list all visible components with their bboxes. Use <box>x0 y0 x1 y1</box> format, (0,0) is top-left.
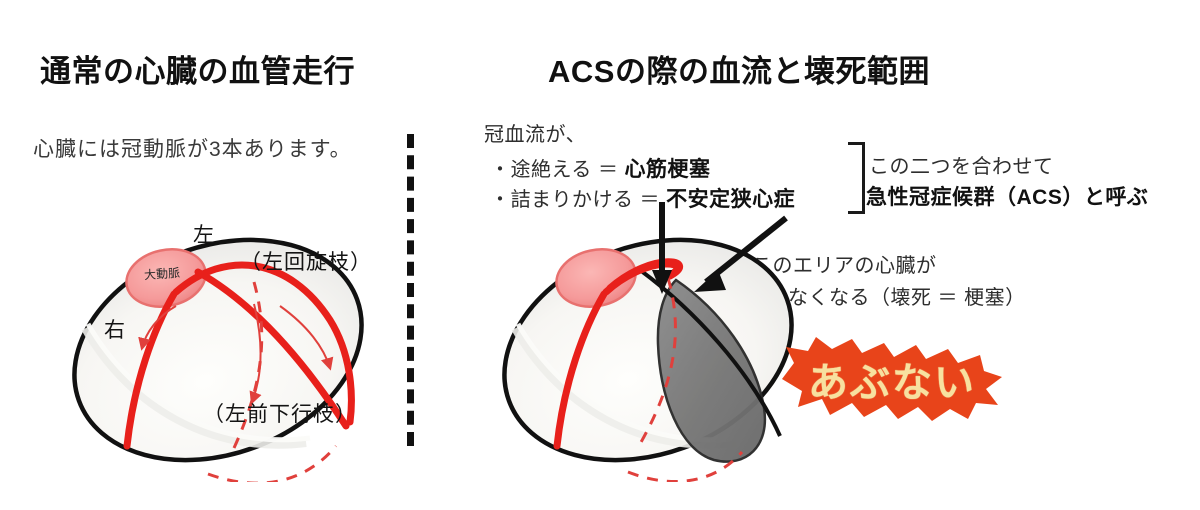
bullet-unstable-angina: ・詰まりかける ＝ 不安定狭心症 <box>490 183 795 213</box>
grouping-bracket <box>848 142 865 214</box>
necrosis-note-line2: 動かなくなる（壊死 ＝ 梗塞） <box>747 287 1026 309</box>
occlusion-arrow-head <box>652 270 672 294</box>
no-flow-dashed-course <box>638 277 677 445</box>
left-panel-lead-text: 心臓には冠動脈が3本あります。 <box>33 138 352 161</box>
right-coronary-artery-patent <box>553 290 608 450</box>
left-anterior-descending-artery <box>194 268 350 430</box>
necrosis-note-line1: このエリアの心臓が <box>752 255 937 277</box>
flow-arrow-lad <box>249 303 262 405</box>
right-panel-title: ACSの際の血流と壊死範囲 <box>548 54 930 89</box>
label-left-circumflex: （左回旋枝） <box>240 251 372 274</box>
label-left-anterior-descending: （左前下行枝） <box>203 403 357 426</box>
bullet-infarction: ・途絶える ＝ 心筋梗塞 <box>490 153 711 183</box>
bullet-unstable-angina-prefix: ・詰まりかける ＝ <box>490 189 667 211</box>
danger-badge: あぶない <box>776 333 1008 425</box>
acs-note-line2: 急性冠症候群（ACS）と呼ぶ <box>866 186 1149 209</box>
necrosis-area <box>656 278 767 463</box>
flow-arrow-right <box>138 305 177 351</box>
necrosis-arrow-head <box>694 270 726 292</box>
flow-heading: 冠血流が、 <box>484 124 587 146</box>
occluded-artery-upper <box>606 258 683 292</box>
label-left-side: 左 <box>193 224 215 247</box>
posterior-dashed-course-right <box>627 451 744 482</box>
pointer-arrows <box>652 202 788 294</box>
starburst-shape <box>782 337 1002 421</box>
label-right-side: 右 <box>104 319 126 342</box>
bullet-infarction-term: 心筋梗塞 <box>624 158 711 181</box>
posterior-dashed-course <box>207 445 338 482</box>
danger-badge-text: あぶない <box>808 360 976 406</box>
left-panel-title: 通常の心臓の血管走行 <box>40 54 355 89</box>
lad-dashed-course <box>232 281 264 449</box>
necrosis-arrow <box>704 215 788 285</box>
bullet-unstable-angina-term: 不安定狭心症 <box>666 188 796 211</box>
panel-divider <box>407 134 414 446</box>
left-circumflex-artery <box>172 261 355 426</box>
bullet-infarction-prefix: ・途絶える ＝ <box>490 159 625 181</box>
normal-heart-illustration <box>72 237 364 482</box>
label-aorta: 大動脈 <box>143 265 181 283</box>
acs-note-line1: この二つを合わせて <box>869 156 1054 178</box>
flow-arrow-lcx <box>279 305 334 371</box>
right-coronary-artery <box>123 290 178 450</box>
